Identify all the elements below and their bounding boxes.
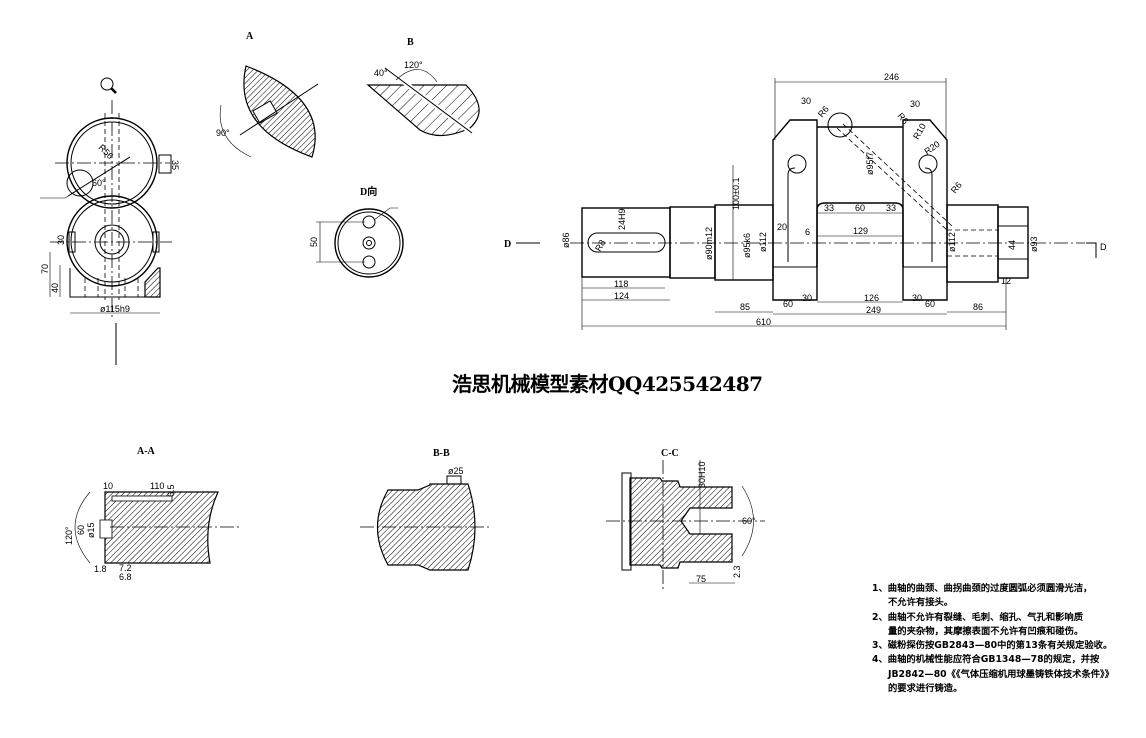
dim-r56: R56 (97, 142, 116, 161)
dim-40: 40 (50, 283, 60, 293)
section-b-b: B-B ø25 (360, 448, 490, 571)
magnifier-icon[interactable] (100, 77, 117, 94)
dim-100: 100±0.1 (731, 178, 741, 210)
front-view: R56 60° 35 30 70 40 ø115h9 (40, 100, 180, 365)
view-a: A 90° (216, 31, 319, 158)
view-b: B 40° 120° (366, 37, 480, 137)
dim-30-a: 30 (802, 293, 812, 303)
view-b-label: B (407, 37, 414, 48)
dim-90deg: 90° (216, 128, 230, 138)
dim-cc-75: 75 (696, 574, 706, 584)
dim-85: 85 (740, 302, 750, 312)
dim-60-mid: 60 (855, 203, 865, 213)
dim-dia93: ø93 (1029, 236, 1039, 252)
section-a-a: A-A 10 110 6.5 120° 60 ø15 1.8 7.2 6.8 (64, 446, 240, 582)
note-line: 的要求进行铸造。 (888, 683, 963, 695)
dim-cc-2-3: 2.3 (732, 565, 742, 578)
dim-dia112-right: ø112 (947, 232, 957, 252)
section-c-c: C-C 30H10 60° 75 2.3 (606, 448, 765, 592)
dim-30-b: 30 (912, 293, 922, 303)
dim-aa-110: 110 (150, 481, 164, 491)
dim-86: 86 (973, 302, 983, 312)
dim-r10: R10 (911, 122, 928, 141)
dim-124: 124 (614, 291, 629, 301)
technical-requirements: 1、曲轴的曲颈、曲拐曲颈的过度圆弧必须圆滑光洁， 不允许有接头。 2、曲轴不允许… (872, 582, 1114, 696)
section-bb-label: B-B (433, 448, 450, 459)
dim-44: 44 (1007, 240, 1017, 250)
dim-40deg: 40° (374, 68, 388, 78)
note-line: 2、曲轴不允许有裂缝、毛刺、缩孔、气孔和影响质 (872, 611, 1084, 623)
view-d-label: D向 (360, 185, 377, 198)
dim-120deg: 120° (404, 60, 423, 70)
dim-dia112-left: ø112 (758, 232, 768, 252)
dim-50: 50 (309, 237, 319, 247)
dim-60deg: 60° (92, 178, 106, 188)
note-line: 3、磁粉探伤按GB2843—80中的第13条有关规定验收。 (872, 640, 1113, 652)
dim-60-a: 60 (783, 299, 793, 309)
dim-aa-1-8: 1.8 (94, 564, 107, 574)
dim-118: 118 (614, 279, 628, 289)
dim-aa-10: 10 (103, 481, 113, 491)
note-line: JB2842—80《《气体压缩机用球墨铸铁体技术条件》》 (888, 668, 1114, 680)
dim-dia95f7: ø95f7 (865, 152, 875, 175)
dim-cc-30h10: 30H10 (697, 461, 707, 488)
dim-30-left: 30 (801, 96, 811, 106)
note-line: 1、曲轴的曲颈、曲拐曲颈的过度圆弧必须圆滑光洁， (872, 583, 1093, 594)
dim-60-b: 60 (925, 299, 935, 309)
dim-24h9: 24H9 (617, 208, 627, 230)
dim-aa-120deg: 120° (64, 526, 74, 545)
dim-cc-60deg: 60° (742, 516, 756, 526)
view-d-arrow-right: D (1100, 242, 1107, 252)
section-aa-label: A-A (137, 446, 156, 457)
dim-126: 126 (864, 293, 879, 303)
view-d-arrow-left: D (504, 239, 511, 250)
dim-249: 249 (866, 305, 881, 315)
dim-r6-c: R6 (949, 180, 964, 195)
dim-129: 129 (853, 226, 868, 236)
dim-20: 20 (777, 222, 787, 232)
view-a-label: A (246, 31, 254, 42)
dim-r6-a: R6 (816, 104, 831, 119)
view-d: D向 50 (309, 185, 404, 278)
note-line: 不允许有接头。 (888, 597, 954, 609)
dim-dia90: ø90m12 (704, 227, 714, 260)
dim-610: 610 (756, 317, 771, 327)
dim-bb-dia25: ø25 (448, 466, 464, 476)
dim-dia86: ø86 (561, 232, 571, 248)
dim-33-a: 33 (824, 203, 834, 213)
dim-dia95k6: ø95k6 (742, 233, 752, 258)
dim-aa-6-5: 6.5 (166, 484, 176, 497)
dim-r8: R8 (593, 238, 607, 253)
dim-35: 35 (170, 160, 180, 170)
dim-30: 30 (56, 235, 66, 245)
dim-70: 70 (40, 264, 50, 274)
dim-6: 6 (805, 227, 810, 237)
dim-aa-dia15: ø15 (86, 522, 96, 538)
dim-aa-60: 60 (76, 525, 86, 535)
dim-aa-7-2: 7.2 (119, 563, 132, 573)
main-view: D D (504, 72, 1107, 330)
dim-33-b: 33 (886, 203, 896, 213)
watermark-title: 浩思机械模型素材QQ425542487 (452, 372, 763, 396)
note-line: 量的夹杂物，其摩擦表面不允许有凹痕和碰伤。 (888, 625, 1084, 637)
dim-r20: R20 (922, 139, 941, 157)
dim-12: 12 (1001, 276, 1011, 286)
dim-dia115: ø115h9 (100, 304, 130, 314)
dim-aa-6-8: 6.8 (119, 572, 132, 582)
note-line: 4、曲轴的机械性能应符合GB1348—78的规定，并按 (872, 654, 1100, 666)
dim-246: 246 (884, 72, 899, 82)
dim-30-right: 30 (910, 99, 920, 109)
dim-r6-b: R6 (895, 111, 910, 126)
section-cc-label: C-C (661, 448, 679, 459)
